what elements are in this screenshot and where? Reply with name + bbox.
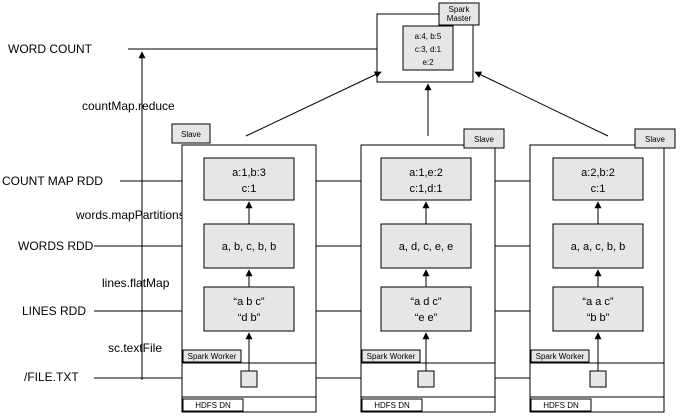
slave-label: Slave (181, 130, 202, 139)
spark-worker-label: Spark Worker (536, 352, 585, 361)
word-count-result-line-1: a:4, b:5 (415, 32, 442, 41)
hdfs-dn-label: HDFS DN (374, 401, 410, 410)
spark-master: Spark Master a:4, b:5 c:3, d:1 e:2 (376, 2, 480, 83)
lines-line-1: “a b c” (233, 296, 265, 308)
file-block (240, 370, 258, 388)
slave-label: Slave (474, 135, 495, 144)
count-map-line-1: a:2,b:2 (581, 167, 615, 179)
row-label-file: /FILE.TXT (24, 370, 79, 384)
lines-line-2: “e e” (415, 312, 438, 324)
spark-worker-box (530, 349, 590, 363)
hdfs-dn-label: HDFS DN (195, 401, 231, 410)
word-count-result-box (402, 25, 454, 71)
op-label-reduce: countMap.reduce (82, 99, 175, 113)
row-label-lines-rdd: LINES RDD (22, 304, 86, 318)
lines-line-1: “a a c” (582, 296, 614, 308)
slave-node-2: Slave a:1,e:2 c:1,d:1 a, d, c, e, e “a d… (360, 128, 505, 413)
count-map-line-1: a:1,e:2 (409, 167, 443, 179)
op-label-flat-map: lines.flatMap (102, 276, 170, 290)
lines-partition (552, 286, 644, 332)
spark-worker-box (361, 349, 421, 363)
lines-line-2: “d b” (238, 312, 261, 324)
count-map-partition (552, 157, 644, 201)
slave-label-box (171, 123, 211, 144)
count-map-line-1: a:1,b:3 (232, 167, 266, 179)
count-map-partition (380, 157, 472, 201)
words-partition (203, 223, 295, 269)
file-block (417, 370, 435, 388)
lines-line-2: “b b” (587, 312, 610, 324)
slave-node-1: Slave a:1,b:3 c:1 a, b, c, b, b “a b c” … (171, 123, 317, 413)
lines-partition (203, 286, 295, 332)
spark-master-label-1: Spark (449, 5, 471, 14)
row-label-words-rdd: WORDS RDD (18, 239, 94, 253)
op-label-map-partitions: words.mapPartitions (75, 208, 185, 222)
slave-label: Slave (645, 135, 666, 144)
reduce-arrow-node-3 (474, 71, 609, 137)
spark-worker-box (182, 349, 242, 363)
count-map-line-2: c:1 (242, 183, 257, 195)
slave-node-3: Slave a:2,b:2 c:1 a, a, c, b, b “a a c” … (529, 128, 676, 413)
words-text: a, d, c, e, e (399, 241, 453, 253)
file-block (589, 370, 607, 388)
lines-line-1: “a d c” (410, 296, 442, 308)
hdfs-dn-box (530, 398, 592, 412)
words-partition (380, 223, 472, 269)
spark-master-label-box (438, 2, 480, 26)
words-text: a, a, c, b, b (571, 241, 625, 253)
words-partition (552, 223, 644, 269)
words-text: a, b, c, b, b (222, 241, 276, 253)
count-map-line-2: c:1,d:1 (409, 183, 442, 195)
lines-partition (380, 286, 472, 332)
spark-worker-label: Spark Worker (367, 352, 416, 361)
reduce-arrow-node-1 (245, 71, 382, 137)
spark-master-label-2: Master (447, 14, 472, 23)
row-label-word-count: WORD COUNT (8, 42, 93, 56)
hdfs-dn-label: HDFS DN (543, 401, 579, 410)
word-count-result-line-3: e:2 (422, 58, 434, 67)
slave-label-box (463, 128, 505, 149)
hdfs-dn-box (182, 398, 244, 412)
count-map-line-2: c:1 (591, 183, 606, 195)
slave-label-box (634, 128, 676, 149)
spark-worker-label: Spark Worker (188, 352, 237, 361)
op-label-text-file: sc.textFile (108, 341, 162, 355)
count-map-partition (203, 157, 295, 201)
row-label-count-map-rdd: COUNT MAP RDD (2, 174, 103, 188)
word-count-result-line-2: c:3, d:1 (415, 45, 442, 54)
hdfs-dn-box (361, 398, 423, 412)
